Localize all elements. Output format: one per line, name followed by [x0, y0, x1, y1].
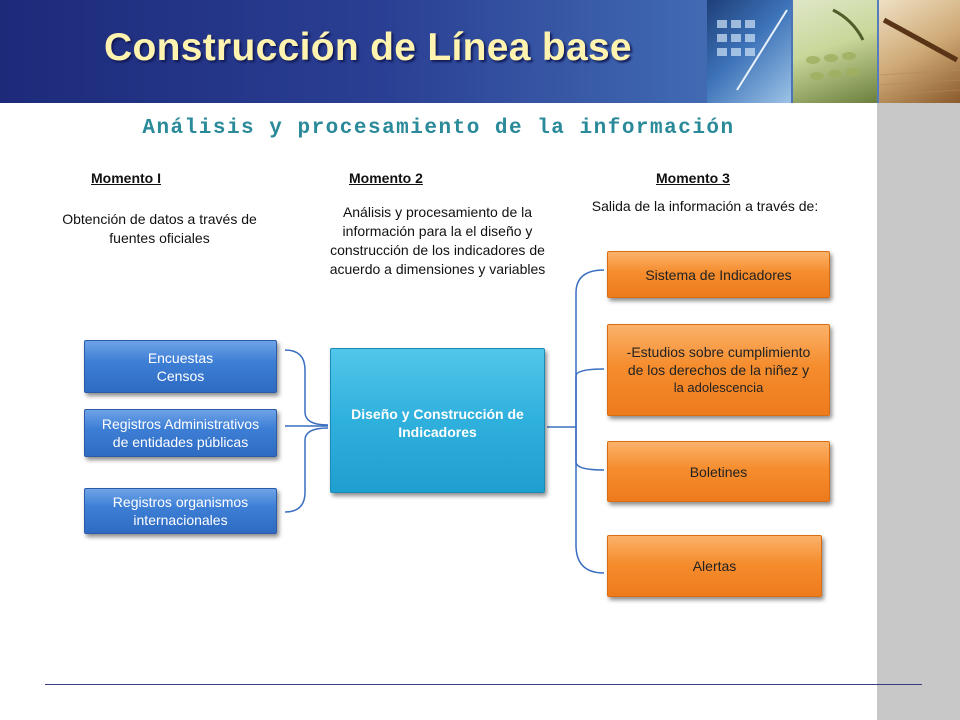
header-banner: Construcción de Línea base: [0, 0, 960, 103]
header-image-pen: [879, 0, 960, 103]
source-box-line: Encuestas: [147, 349, 214, 366]
output-box-sistema-indicadores: Sistema de Indicadores: [607, 251, 830, 298]
moment-2-description: Análisis y procesamiento de la informaci…: [329, 204, 546, 277]
header-image-keyboard: [793, 0, 877, 103]
output-box-estudios: -Estudios sobre cumplimiento de los dere…: [607, 324, 830, 416]
header-image-calculator: [707, 0, 791, 103]
source-box-line: Registros Administrativos: [101, 416, 260, 432]
output-box-label: Alertas: [692, 558, 737, 574]
moment-3-description: Salida de la información a través de:: [591, 198, 819, 214]
source-box-registros-administrativos: Registros Administrativos de entidades p…: [84, 409, 277, 457]
slide-title: Construcción de Línea base: [104, 26, 632, 69]
output-box-label: Boletines: [689, 463, 748, 480]
center-box-line: Diseño y Construcción de: [351, 406, 524, 422]
moment-1-description: Obtención de datos a través de fuentes o…: [62, 211, 257, 246]
source-box-registros-organismos: Registros organismos internacionales: [84, 488, 277, 534]
output-box-alertas: Alertas: [607, 535, 822, 597]
output-box-line: -Estudios sobre cumplimiento: [626, 344, 811, 360]
center-box-line: Indicadores: [398, 424, 477, 440]
moment-3-heading: Momento 3: [656, 170, 730, 186]
output-box-label: Sistema de Indicadores: [645, 266, 792, 283]
source-box-line: Registros organismos: [112, 494, 249, 510]
source-box-line: internacionales: [133, 512, 228, 528]
output-box-line: de los derechos de la niñez y: [627, 362, 810, 378]
right-sidebar-panel: [877, 103, 960, 720]
moment-2-heading: Momento 2: [349, 170, 423, 186]
source-box-line: de entidades públicas: [112, 434, 249, 450]
output-box-boletines: Boletines: [607, 441, 830, 502]
section-subtitle: Análisis y procesamiento de la informaci…: [142, 117, 735, 140]
source-box-line: Censos: [156, 367, 205, 384]
source-box-encuestas: Encuestas Censos: [84, 340, 277, 393]
output-box-line: la adolescencia: [673, 380, 764, 395]
footer-divider: [45, 684, 922, 685]
center-box-diseno-indicadores: Diseño y Construcción de Indicadores: [330, 348, 545, 493]
moment-1-heading: Momento I: [91, 170, 161, 186]
